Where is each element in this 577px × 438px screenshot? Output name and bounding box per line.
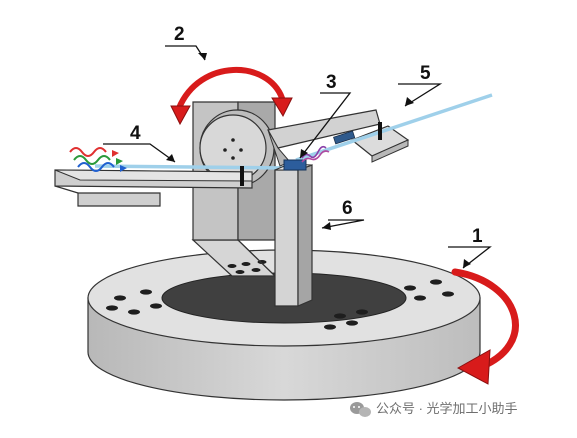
source-waves <box>69 147 127 172</box>
watermark: 公众号 · 光学加工小助手 <box>350 401 518 417</box>
sample-post <box>274 163 313 307</box>
watermark-text: 公众号 · 光学加工小助手 <box>376 401 518 416</box>
callout-arrowheads <box>166 53 471 268</box>
label-2: 2 <box>174 24 185 45</box>
label-5: 5 <box>420 63 431 84</box>
label-1: 1 <box>472 226 483 247</box>
incident-beam <box>94 164 286 170</box>
detector-head <box>333 130 356 145</box>
label-4: 4 <box>130 123 141 144</box>
detector-slit <box>378 122 382 140</box>
callout-leaders <box>103 45 492 269</box>
incident-slit <box>240 166 244 186</box>
label-3: 3 <box>326 72 337 93</box>
ring-holes <box>106 279 454 330</box>
diffracted-beam <box>295 93 493 162</box>
ring-rotation-arrow <box>451 268 519 385</box>
disc-rotation-arrow <box>170 66 293 126</box>
incident-arm <box>54 169 253 207</box>
sample <box>283 145 330 171</box>
wechat-icon <box>350 402 371 417</box>
label-6: 6 <box>342 198 353 219</box>
detector-arm <box>267 109 410 167</box>
